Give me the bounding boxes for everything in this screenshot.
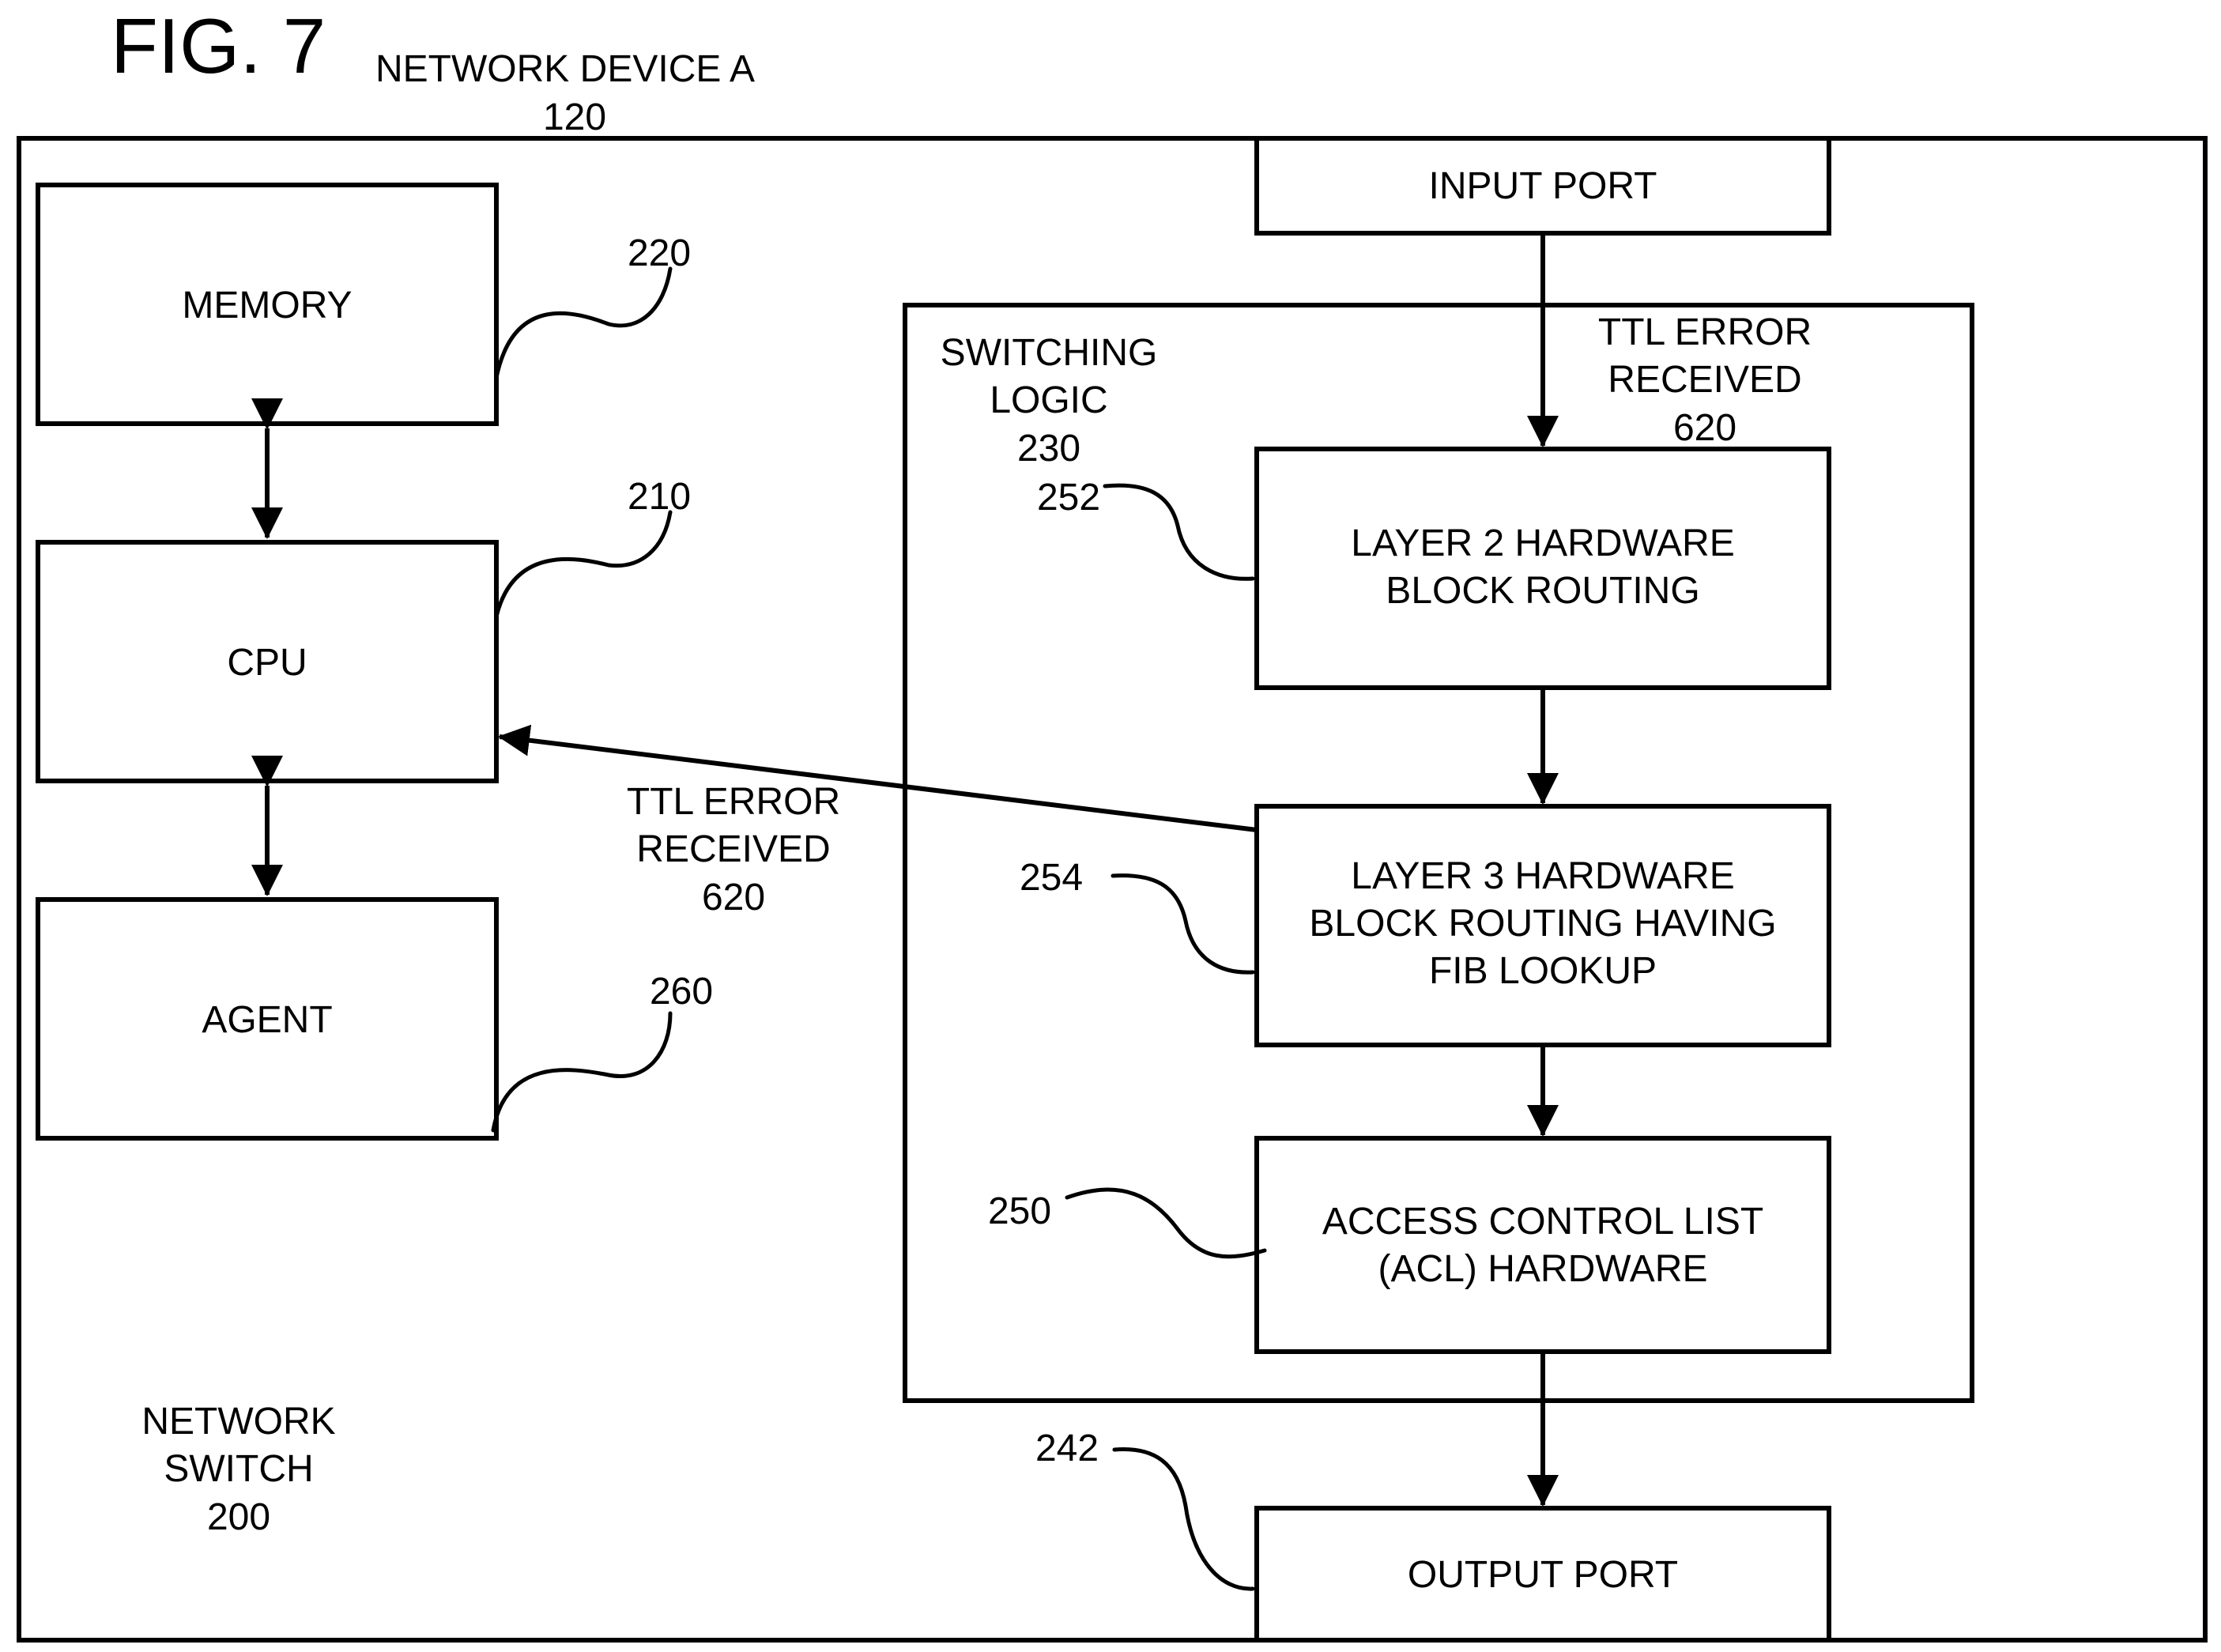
- layer2-label-2: BLOCK ROUTING: [1386, 570, 1699, 612]
- device-name: NETWORK DEVICE A: [375, 48, 755, 90]
- cpu-ref: 210: [628, 476, 691, 518]
- switching-logic-label-1: SWITCHING: [941, 332, 1158, 374]
- acl-label-1: ACCESS CONTROL LIST: [1322, 1201, 1763, 1243]
- device-ref: 120: [543, 96, 606, 138]
- layer3-label-2: BLOCK ROUTING HAVING: [1309, 903, 1776, 945]
- output-port-leader: [1114, 1450, 1253, 1590]
- network-switch-label-1: NETWORK: [141, 1401, 335, 1443]
- memory-label: MEMORY: [182, 285, 352, 326]
- ttl-error-cpu-ref: 620: [702, 877, 765, 918]
- layer3-leader: [1113, 876, 1253, 973]
- agent-label: AGENT: [202, 999, 332, 1041]
- memory-ref: 220: [628, 232, 691, 274]
- figure-title: FIG. 7: [111, 2, 326, 89]
- ttl-error-cpu-line1: TTL ERROR: [627, 781, 840, 823]
- output-port-label: OUTPUT PORT: [1408, 1554, 1678, 1596]
- network-switch-ref: 200: [207, 1496, 270, 1538]
- cpu-label: CPU: [227, 642, 307, 684]
- acl-label-2: (ACL) HARDWARE: [1378, 1248, 1708, 1290]
- layer3-label-3: FIB LOOKUP: [1429, 950, 1657, 992]
- switching-logic-label-2: LOGIC: [990, 379, 1107, 421]
- ttl-error-top-line2: RECEIVED: [1608, 359, 1801, 401]
- layer2-box: [1257, 449, 1829, 688]
- ttl-error-top-line1: TTL ERROR: [1598, 311, 1812, 353]
- acl-leader: [1067, 1190, 1265, 1257]
- acl-box: [1257, 1138, 1829, 1352]
- input-port-label: INPUT PORT: [1429, 165, 1657, 207]
- output-port-ref: 242: [1035, 1428, 1099, 1469]
- ttl-error-to-cpu-arrow: [500, 737, 1257, 830]
- layer2-ref: 252: [1037, 477, 1100, 519]
- cpu-leader: [496, 512, 670, 617]
- layer3-label-1: LAYER 3 HARDWARE: [1351, 855, 1734, 897]
- layer2-leader: [1105, 485, 1253, 579]
- ttl-error-cpu-line2: RECEIVED: [636, 828, 830, 870]
- ttl-error-top-ref: 620: [1673, 407, 1736, 449]
- acl-ref: 250: [988, 1190, 1051, 1232]
- switching-logic-ref: 230: [1017, 428, 1080, 470]
- network-switch-label-2: SWITCH: [164, 1448, 313, 1490]
- agent-ref: 260: [650, 971, 713, 1013]
- memory-leader: [496, 269, 670, 378]
- layer2-label-1: LAYER 2 HARDWARE: [1351, 522, 1734, 564]
- layer3-ref: 254: [1020, 857, 1083, 899]
- agent-leader: [493, 1013, 670, 1130]
